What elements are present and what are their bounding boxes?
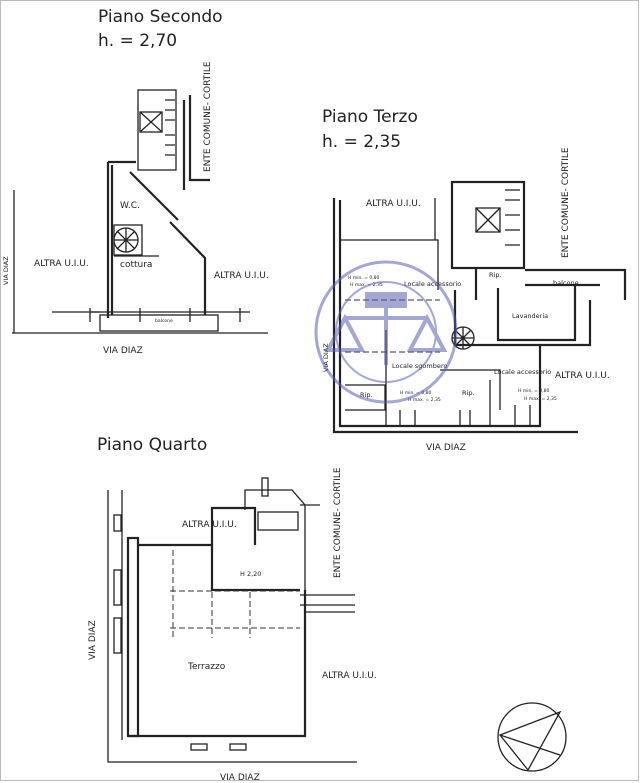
label-street-bottom-2: VIA DIAZ xyxy=(103,346,143,356)
fourth-floor-plan: Piano Quarto ALTRA U.I.U. H 2,20 Terrazz… xyxy=(88,435,377,783)
label-junk-room: Locale sgombero xyxy=(392,362,447,370)
label-balcony-2: balcone xyxy=(155,318,173,324)
label-street-bottom-4: VIA DIAZ xyxy=(220,773,260,783)
label-storage-left: Rip. xyxy=(360,391,373,399)
label-storage-mid: Rip. xyxy=(462,389,475,397)
court-seal-watermark xyxy=(314,260,458,404)
second-floor-plan: Piano Secondo h. = 2,70 W.C. cottura bal… xyxy=(2,7,269,356)
label-other-unit-right-3: ALTRA U.I.U. xyxy=(555,371,610,381)
label-courtyard-4: ENTE COMUNE- CORTILE xyxy=(333,467,343,578)
label-other-unit-right: ALTRA U.I.U. xyxy=(214,271,269,281)
label-street-side-4: VIA DIAZ xyxy=(88,620,98,660)
label-accessory-room-2: Locale accessorio xyxy=(494,368,551,376)
label-other-unit-top-3: ALTRA U.I.U. xyxy=(366,199,421,209)
label-hmin-1: H min. = 0,80 xyxy=(348,275,380,281)
label-courtyard-2: ENTE COMUNE- CORTILE xyxy=(203,61,213,172)
label-other-unit-top-4: ALTRA U.I.U. xyxy=(182,520,237,530)
second-floor-height: h. = 2,70 xyxy=(98,31,177,51)
label-storage-top: Rip. xyxy=(489,271,502,279)
north-arrow-icon xyxy=(497,702,567,772)
label-kitchen: cottura xyxy=(120,260,152,270)
label-room-height: H 2,20 xyxy=(240,570,261,578)
label-hmin-2: H min. = 0,80 xyxy=(400,390,432,396)
label-balcony-3: balcone xyxy=(553,279,579,287)
label-other-unit-left: ALTRA U.I.U. xyxy=(34,259,89,269)
label-other-unit-right-4: ALTRA U.I.U. xyxy=(322,671,377,681)
second-floor-title: Piano Secondo xyxy=(98,7,223,27)
label-street-side-3: VIA DIAZ xyxy=(322,343,330,372)
label-hmin-3: H min. = 0,80 xyxy=(518,388,550,394)
label-hmax-2: H max. = 2,35 xyxy=(408,397,441,403)
label-courtyard-3: ENTE COMUNE- CORTILE xyxy=(561,147,571,258)
label-street-side-2: VIA DIAZ xyxy=(2,256,10,285)
third-floor-plan: Piano Terzo h. = 2,35 ALTRA U.I.U. ENTE … xyxy=(322,107,627,453)
third-floor-title: Piano Terzo xyxy=(322,107,418,127)
label-laundry: Lavanderia xyxy=(512,312,548,320)
label-accessory-room-1: Locale accessorio xyxy=(404,280,461,288)
fourth-floor-title: Piano Quarto xyxy=(97,435,207,455)
label-terrace: Terrazzo xyxy=(187,662,226,672)
label-street-bottom-3: VIA DIAZ xyxy=(426,443,466,453)
label-hmax-3: H max. = 2,35 xyxy=(524,396,557,402)
third-floor-height: h. = 2,35 xyxy=(322,132,401,152)
label-wc: W.C. xyxy=(120,201,140,211)
